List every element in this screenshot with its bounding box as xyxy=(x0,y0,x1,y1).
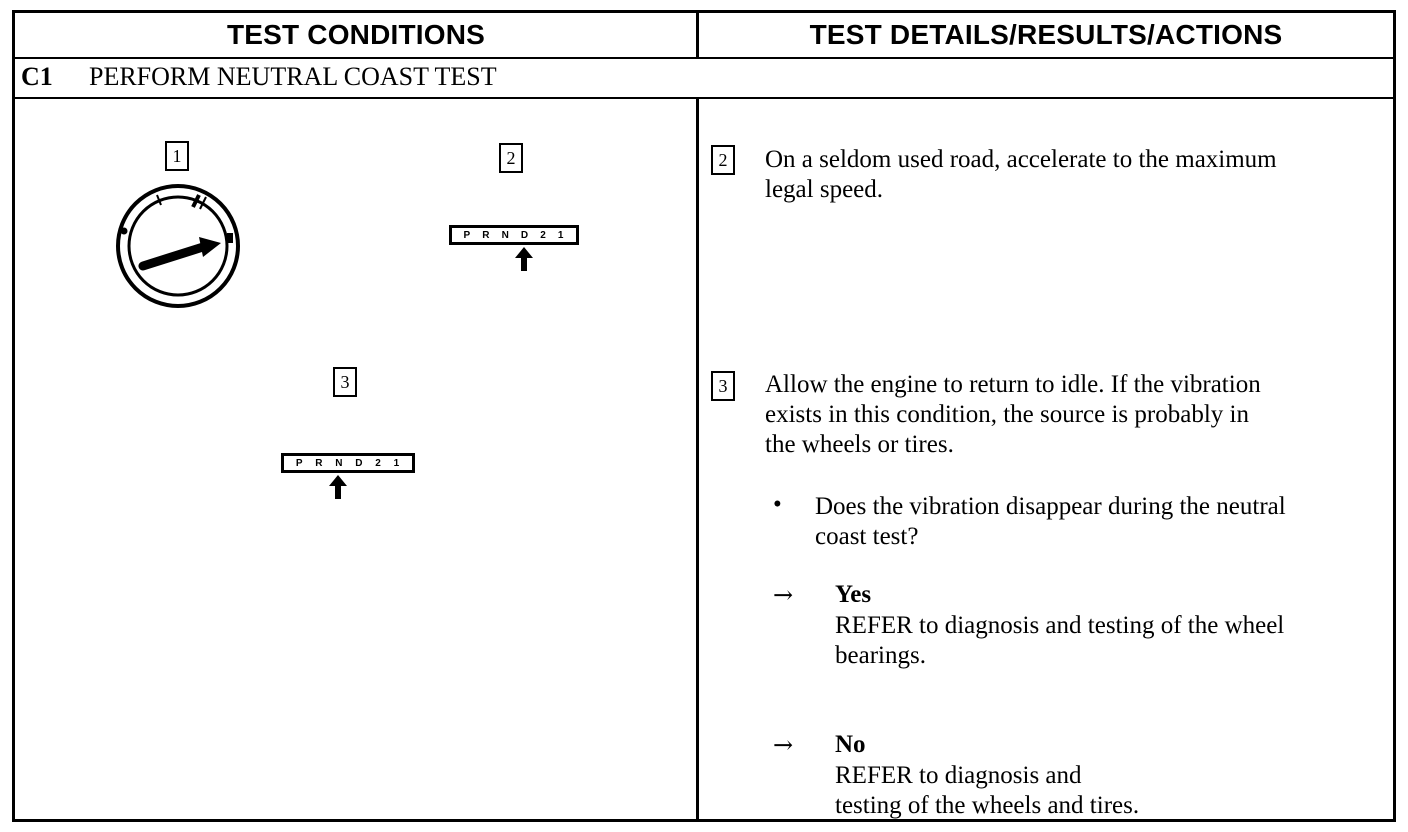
yes-action-text: REFER to diagnosis and testing of the wh… xyxy=(835,611,1405,671)
gear-position: 2 xyxy=(540,229,547,241)
text-line: exists in this condition, the source is … xyxy=(765,401,1249,428)
gear-position: R xyxy=(315,457,324,469)
text-line: REFER to diagnosis and testing of the wh… xyxy=(835,612,1285,639)
section-row: C1 PERFORM NEUTRAL COAST TEST xyxy=(15,57,1393,99)
step-number-box: 1 xyxy=(165,141,189,171)
gear-selector-icon: P R N D 2 1 xyxy=(449,225,579,245)
header-divider xyxy=(696,13,699,57)
table-header-row: TEST CONDITIONS TEST DETAILS/RESULTS/ACT… xyxy=(15,13,1393,59)
text-line: Allow the engine to return to idle. If t… xyxy=(765,371,1261,398)
gear-position: 1 xyxy=(557,229,565,241)
section-code: C1 xyxy=(21,62,53,91)
gear-position: R xyxy=(482,229,491,241)
text-line: coast test? xyxy=(815,523,919,550)
section-title: PERFORM NEUTRAL COAST TEST xyxy=(89,62,497,91)
text-line: REFER to diagnosis and xyxy=(835,762,1082,789)
header-test-details: TEST DETAILS/RESULTS/ACTIONS xyxy=(809,19,1283,50)
arrow-up-icon xyxy=(515,247,533,271)
header-test-conditions: TEST CONDITIONS xyxy=(226,19,486,50)
gear-position: D xyxy=(520,229,530,241)
question-text: Does the vibration disappear during the … xyxy=(815,492,1395,552)
arrow-up-icon xyxy=(329,475,347,499)
gear-position: P xyxy=(463,229,472,241)
gear-position: N xyxy=(501,229,510,241)
right-arrow-icon: → xyxy=(773,581,794,609)
no-action-text: REFER to diagnosis and testing of the wh… xyxy=(835,761,1405,821)
step-3-text: Allow the engine to return to idle. If t… xyxy=(765,370,1405,460)
bullet-point: • xyxy=(773,491,782,518)
right-arrow-icon: → xyxy=(773,731,794,759)
gear-position: N xyxy=(335,457,344,469)
step-2-text: On a seldom used road, accelerate to the… xyxy=(765,145,1405,205)
step-number-box: 3 xyxy=(333,367,357,397)
step-number-box: 2 xyxy=(499,143,523,173)
step-number-box: 3 xyxy=(711,371,735,401)
gear-selector-icon: P R N D 2 1 xyxy=(281,453,415,473)
gear-position: D xyxy=(355,457,364,469)
yes-label: Yes xyxy=(835,581,872,608)
text-line: On a seldom used road, accelerate to the… xyxy=(765,146,1277,173)
text-line: legal speed. xyxy=(765,176,884,203)
text-line: Does the vibration disappear during the … xyxy=(815,493,1286,520)
column-divider xyxy=(696,99,699,822)
gear-position: 1 xyxy=(393,457,401,469)
test-table: TEST CONDITIONS TEST DETAILS/RESULTS/ACT… xyxy=(12,10,1396,822)
gear-position: 2 xyxy=(375,457,382,469)
text-line: bearings. xyxy=(835,642,926,669)
text-line: testing of the wheels and tires. xyxy=(835,792,1140,819)
step-number-box: 2 xyxy=(711,145,735,175)
gear-position: P xyxy=(295,457,304,469)
text-line: the wheels or tires. xyxy=(765,431,954,458)
ignition-switch-icon xyxy=(116,184,240,308)
no-label: No xyxy=(835,731,866,758)
